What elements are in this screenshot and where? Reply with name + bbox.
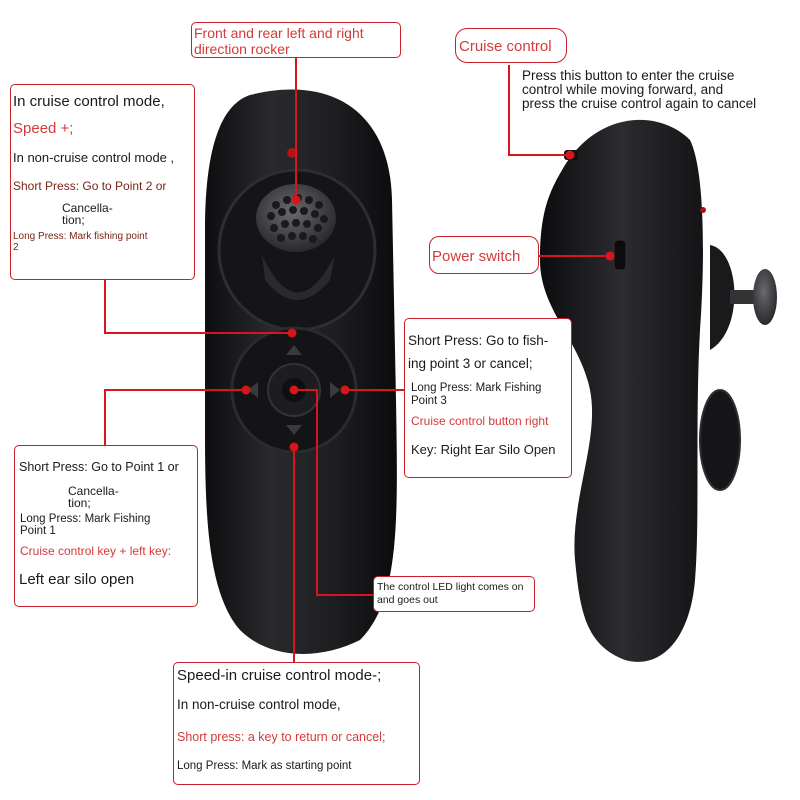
dpad-up-icon (286, 345, 302, 355)
side-joystick-stem (730, 290, 754, 304)
top-left-line4: Short Press: Go to Point 2 or (13, 179, 167, 193)
dot-cruise-button (565, 150, 575, 160)
leader-left-key (104, 389, 246, 445)
callout-rocker: Front and rear left and right direction … (191, 22, 401, 58)
dot-power-switch (605, 251, 615, 261)
bottom-line1: Speed-in cruise control mode-; (177, 667, 382, 684)
right-line2: ing point 3 or cancel; (408, 356, 533, 371)
cruise-desc-1: Press this button to enter the cruise (522, 68, 735, 83)
dpad-right-icon (330, 382, 340, 398)
left-line2: Cancella- (68, 484, 119, 498)
left-line6: Cruise control key + left key: (20, 544, 172, 558)
dot-up-key (287, 328, 297, 338)
top-left-line2: Speed +; (13, 120, 74, 137)
callout-left-key: Short Press: Go to Point 1 or Cancella- … (14, 445, 198, 607)
joystick-stem (262, 255, 335, 300)
left-line5: Point 1 (20, 525, 56, 537)
side-joystick-base (710, 245, 735, 350)
dpad-left-icon (248, 382, 258, 398)
callout-top-left: In cruise control mode, Speed +; In non-… (10, 84, 195, 280)
knob-mesh (267, 194, 328, 243)
callout-power-switch: Power switch (429, 236, 539, 274)
top-left-line1: In cruise control mode, (13, 93, 165, 110)
left-line1: Short Press: Go to Point 1 or (19, 460, 179, 474)
left-line4: Long Press: Mark Fishing (20, 513, 151, 525)
top-left-line7: Long Press: Mark fishing point (13, 231, 148, 242)
top-left-line6: tion; (62, 213, 85, 227)
right-line1: Short Press: Go to fish- (408, 333, 549, 348)
top-left-line5: Cancella- (62, 201, 113, 215)
cruise-title: Cruise control (459, 38, 552, 55)
dot-center-key (289, 385, 299, 395)
dot-right-key (340, 385, 350, 395)
led-indicator (287, 148, 297, 158)
bottom-line4: Long Press: Mark as starting point (177, 760, 352, 772)
cruise-desc-3: press the cruise control again to cancel (522, 96, 757, 111)
led-line1: The control LED light comes on (377, 581, 524, 593)
right-line6: Key: Right Ear Silo Open (411, 442, 556, 457)
top-left-line8: 2 (13, 242, 19, 253)
dot-down-key (289, 442, 299, 452)
side-led (700, 207, 706, 213)
callout-cruise-title: Cruise control (455, 28, 567, 63)
rocker-title: Front and rear left and right direction … (194, 25, 364, 57)
bottom-line3: Short press: a key to return or cancel; (177, 730, 386, 744)
power-switch-title: Power switch (432, 248, 521, 265)
callout-led: The control LED light comes on and goes … (373, 576, 535, 612)
dot-left-key (241, 385, 251, 395)
right-line3: Long Press: Mark Fishing (411, 382, 542, 394)
right-line4: Point 3 (411, 395, 447, 407)
left-line7: Left ear silo open (19, 571, 135, 588)
leader-cruise (508, 65, 570, 156)
left-line3: tion; (68, 496, 91, 510)
callout-right-key: Short Press: Go to fish- ing point 3 or … (404, 318, 572, 478)
leader-led (294, 389, 373, 596)
leader-top-left (104, 280, 292, 334)
top-left-line3: In non-cruise control mode , (13, 150, 175, 165)
dot-rocker (291, 195, 301, 205)
side-joystick-knob (753, 269, 777, 325)
cruise-desc-2: control while moving forward, and (522, 82, 724, 97)
right-line5: Cruise control button right (411, 414, 549, 428)
bottom-line2: In non-cruise control mode, (177, 697, 341, 712)
callout-bottom-key: Speed-in cruise control mode-; In non-cr… (173, 662, 420, 785)
dpad-down-icon (286, 425, 302, 435)
side-power-switch (613, 239, 627, 271)
side-dpad (699, 389, 741, 491)
led-line2: and goes out (377, 594, 438, 606)
